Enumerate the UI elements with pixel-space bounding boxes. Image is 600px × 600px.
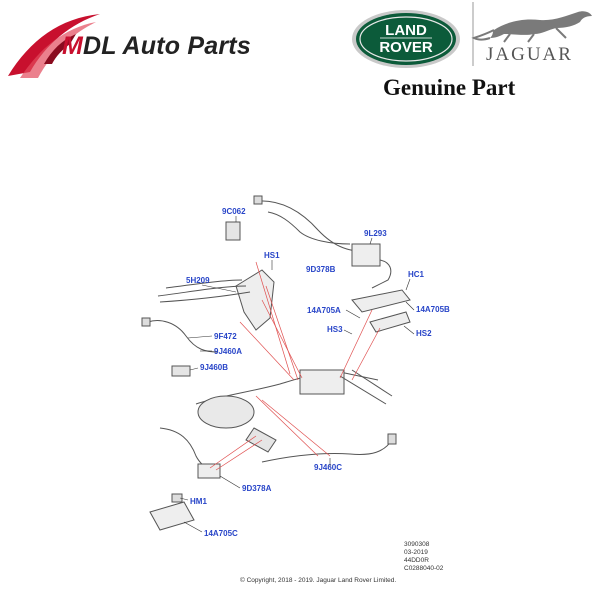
callout-hs2: HS2 — [416, 329, 432, 338]
logo-divider — [472, 2, 474, 66]
callout-hm1: HM1 — [190, 497, 207, 506]
callout-9j460b: 9J460B — [200, 363, 228, 372]
plate-14a705b — [351, 289, 411, 313]
mdl-swoosh-icon — [8, 14, 100, 78]
land-rover-line2: ROVER — [379, 39, 433, 56]
manifold — [197, 395, 255, 429]
land-rover-logo: LAND ROVER — [352, 10, 460, 68]
callout-9j460a: 9J460A — [214, 347, 242, 356]
callout-14a705c: 14A705C — [204, 529, 238, 538]
reference-line4: C0288040-02 — [404, 565, 444, 572]
leaping-jaguar-icon — [471, 11, 592, 43]
connector-top — [253, 195, 263, 205]
copyright-text: © Copyright, 2018 - 2019. Jaguar Land Ro… — [240, 577, 397, 584]
callout-hc1: HC1 — [408, 270, 425, 279]
mdl-brand-logo: MDL Auto Parts — [0, 0, 300, 90]
bracket-5h209 — [235, 269, 275, 331]
heat-shield-14a705c — [149, 501, 195, 531]
genuine-part-tagline: Genuine Part — [383, 75, 516, 100]
reference-block: 3090308 03-2019 44DD0R C0288040-02 — [404, 541, 443, 573]
brand-initial: M — [62, 32, 84, 60]
reference-line1: 3090308 — [404, 541, 430, 548]
callout-hs1: HS1 — [264, 251, 280, 260]
callout-9j460c: 9J460C — [314, 463, 342, 472]
jaguar-wordmark: JAGUAR — [486, 44, 573, 65]
plate-14a705a — [369, 311, 411, 333]
land-rover-line1: LAND — [385, 22, 427, 39]
bracket-9c062 — [225, 221, 241, 241]
sensor-9d378b — [351, 243, 381, 267]
callout-14a705b: 14A705B — [416, 305, 450, 314]
callout-9d378a: 9D378A — [242, 484, 272, 493]
callout-5h209: 5H209 — [186, 276, 210, 285]
callout-9c062: 9C062 — [222, 207, 246, 216]
reference-line2: 03-2019 — [404, 549, 428, 556]
callout-9d378b: 9D378B — [306, 265, 336, 274]
brand-name: MDL Auto Parts — [62, 32, 251, 60]
callout-hs3: HS3 — [327, 325, 343, 334]
callout-9f472: 9F472 — [214, 332, 237, 341]
callout-9l293: 9L293 — [364, 229, 387, 238]
harness-9j460c — [261, 439, 393, 463]
catalyst-box — [299, 369, 345, 395]
reference-line3: 44DD0R — [404, 557, 429, 564]
callout-14a705a: 14A705A — [307, 306, 341, 315]
sensor-9j460b — [171, 365, 191, 377]
